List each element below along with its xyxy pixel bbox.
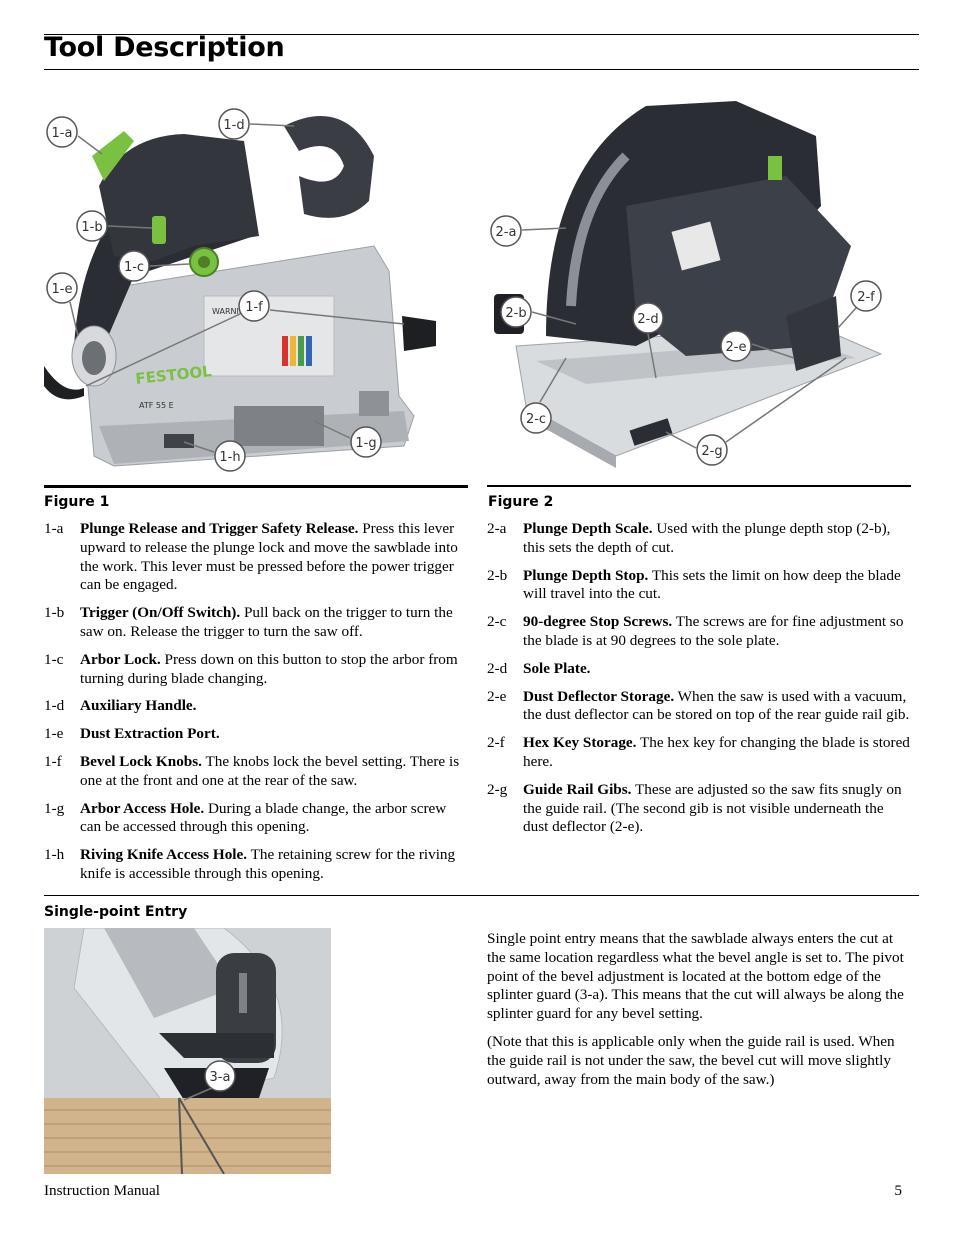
model-label: ATF 55 E [139,401,174,410]
item-text: This sets the limit on how deep the blad… [523,566,901,603]
item-term: 90-degree Stop Screws. [523,613,673,631]
svg-text:1-d: 1-d [223,118,244,133]
svg-text:2-e: 2-e [726,340,747,355]
item-id: 2-c [487,613,507,631]
item-id: 1-g [44,799,65,817]
page-title: Tool Description [44,32,285,63]
paragraph: Single point entry means that the sawbla… [487,930,904,1023]
item-text: Used with the plunge depth stop (2-b), t… [523,520,891,556]
item-text: Pull back on the trigger to turn the saw… [80,604,453,640]
description-item: 2-c 90-degree Stop Screws. The screws ar… [487,613,912,651]
item-text: These are adjusted so the saw fits snugl… [523,780,902,836]
figure2-heading: Figure 2 [488,494,554,510]
description-item: 2-g Guide Rail Gibs. These are adjusted … [487,781,912,837]
item-text: The hex key for changing the blade is st… [523,734,910,770]
item-term: Auxiliary Handle. [80,697,197,715]
figure1-heading: Figure 1 [44,494,110,510]
description-item: 2-e Dust Deflector Storage. When the saw… [487,688,912,726]
svg-text:1-c: 1-c [124,260,144,275]
footer-manual-title: Instruction Manual [44,1182,160,1199]
svg-text:2-a: 2-a [496,225,517,240]
item-id: 1-b [44,604,65,622]
item-text: Press down on this button to stop the ar… [80,650,458,687]
item-id: 1-h [44,846,65,864]
item-term: Dust Extraction Port. [80,725,220,743]
figure1-description-list: 1-a Plunge Release and Trigger Safety Re… [44,520,468,893]
item-term: Hex Key Storage. [523,734,637,752]
svg-text:1-b: 1-b [81,220,102,235]
section-rule [44,895,919,896]
svg-text:2-f: 2-f [857,290,875,305]
callout-3a: 3-a [210,1070,231,1085]
figure2-description-list: 2-a Plunge Depth Scale. Used with the pl… [487,520,912,846]
item-id: 2-f [487,734,505,752]
svg-text:1-g: 1-g [355,436,376,451]
item-id: 1-e [44,725,64,743]
item-id: 2-g [487,780,508,798]
callouts: 1-a 1-b 1-c 1-d 1-e 1-f 1-g 1-h [46,108,405,472]
item-term: Dust Deflector Storage. [523,687,675,705]
item-term: Arbor Lock. [80,650,161,668]
item-term: Plunge Release and Trigger Safety Releas… [80,520,359,537]
item-id: 2-b [487,566,508,584]
item-term: Sole Plate. [523,659,591,677]
item-term: Riving Knife Access Hole. [80,846,248,864]
figure2-photo: 2-a 2-b 2-c 2-d 2-e 2-f 2-g [486,96,886,472]
single-point-heading: Single-point Entry [44,904,188,920]
item-term: Trigger (On/Off Switch). [80,604,241,622]
description-item: 2-d Sole Plate. [487,660,912,679]
item-term: Guide Rail Gibs. [523,780,632,798]
description-item: 1-h Riving Knife Access Hole. The retain… [44,846,468,884]
item-text: Press this lever upward to release the p… [80,520,458,594]
svg-text:1-h: 1-h [219,450,240,465]
figure1-rule [44,485,468,488]
item-id: 1-d [44,697,65,715]
svg-text:2-g: 2-g [701,444,722,459]
description-item: 1-a Plunge Release and Trigger Safety Re… [44,520,468,595]
svg-text:2-b: 2-b [505,306,526,321]
item-text: When the saw is used with a vacuum, the … [523,687,910,724]
top-rule [44,34,919,35]
item-term: Arbor Access Hole. [80,799,205,817]
paragraph: (Note that this is applicable only when … [487,1032,895,1088]
item-text: The knobs lock the bevel setting. There … [80,752,460,789]
description-item: 2-a Plunge Depth Scale. Used with the pl… [487,520,912,558]
single-point-text: Single point entry means that the sawbla… [487,930,912,1098]
svg-text:1-a: 1-a [52,126,73,141]
single-point-photo: 3-a [44,928,331,1174]
item-id: 2-d [487,659,508,677]
svg-text:2-d: 2-d [637,312,658,327]
title-underline [44,69,919,70]
item-text: The retaining screw for the riving knife… [80,846,456,882]
description-item: 1-g Arbor Access Hole. During a blade ch… [44,800,468,838]
figure2-rule [487,485,911,487]
item-term: Bevel Lock Knobs. [80,752,202,770]
description-item: 1-c Arbor Lock. Press down on this butto… [44,651,468,689]
item-term: Plunge Depth Stop. [523,566,649,584]
description-item: 2-f Hex Key Storage. The hex key for cha… [487,734,912,772]
warning-label: WARNING [212,307,251,316]
description-item: 1-d Auxiliary Handle. [44,697,468,716]
figure1-photo: WARNING FESTOOL ATF 55 E 1-a 1-b 1-c 1-d [44,96,444,476]
item-id: 2-e [487,687,507,705]
item-text: During a blade change, the arbor screw c… [80,799,447,836]
description-item: 1-b Trigger (On/Off Switch). Pull back o… [44,604,468,642]
page-number: 5 [894,1182,902,1199]
description-item: 2-b Plunge Depth Stop. This sets the lim… [487,567,912,605]
item-id: 2-a [487,520,507,537]
item-id: 1-c [44,650,64,668]
item-id: 1-f [44,752,62,770]
svg-text:2-c: 2-c [526,412,546,427]
svg-text:1-e: 1-e [52,282,73,297]
description-item: 1-e Dust Extraction Port. [44,725,468,744]
callouts: 2-a 2-b 2-c 2-d 2-e 2-f 2-g [490,215,882,466]
item-text: The screws are for fine adjustment so th… [523,613,904,649]
item-id: 1-a [44,520,64,537]
description-item: 1-f Bevel Lock Knobs. The knobs lock the… [44,753,468,791]
svg-text:1-f: 1-f [245,300,263,315]
item-term: Plunge Depth Scale. [523,520,653,537]
